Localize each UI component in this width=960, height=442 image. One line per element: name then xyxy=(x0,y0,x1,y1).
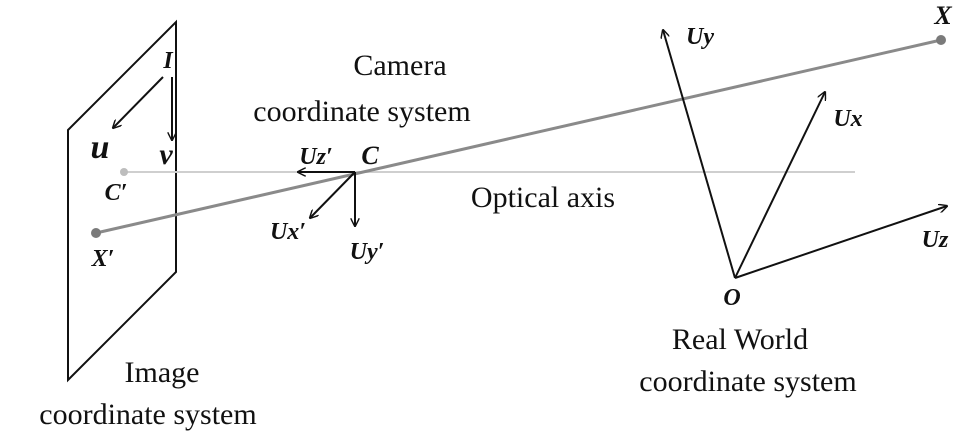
uy-label: Uy xyxy=(686,24,714,50)
ux-prime-label: Ux′ xyxy=(270,219,306,245)
world-origin-label: O xyxy=(723,285,740,311)
world-point xyxy=(936,35,946,45)
projection-ray xyxy=(95,38,942,235)
u-axis-arrow xyxy=(113,76,164,128)
ux-arrow xyxy=(734,92,825,279)
world-point-label: X xyxy=(933,1,952,30)
camera-center-label: C xyxy=(361,141,379,170)
uz-label: Uz xyxy=(922,227,949,253)
optical-axis-label: Optical axis xyxy=(471,181,615,214)
projected-point xyxy=(91,228,101,238)
uy-arrow xyxy=(663,30,736,279)
world-title-line1: Real World xyxy=(672,323,808,356)
v-axis-label: v xyxy=(159,138,173,171)
principal-point-label: C′ xyxy=(105,180,128,206)
principal-point xyxy=(120,168,128,176)
image-title-line2: coordinate system xyxy=(39,398,256,431)
projected-point-label: X′ xyxy=(91,246,115,272)
u-axis-label: u xyxy=(91,129,110,166)
camera-title-line1: Camera xyxy=(353,49,446,82)
uz-arrow xyxy=(734,206,947,279)
camera-title-line2: coordinate system xyxy=(253,95,470,128)
ux-prime-arrow xyxy=(310,171,356,218)
image-origin-label: I xyxy=(162,48,174,74)
ux-label: Ux xyxy=(833,106,862,132)
image-plane xyxy=(67,19,177,383)
world-title-line2: coordinate system xyxy=(639,365,856,398)
uz-prime-label: Uz′ xyxy=(299,144,332,170)
image-title-line1: Image xyxy=(125,356,200,389)
uy-prime-label: Uy′ xyxy=(350,239,385,265)
